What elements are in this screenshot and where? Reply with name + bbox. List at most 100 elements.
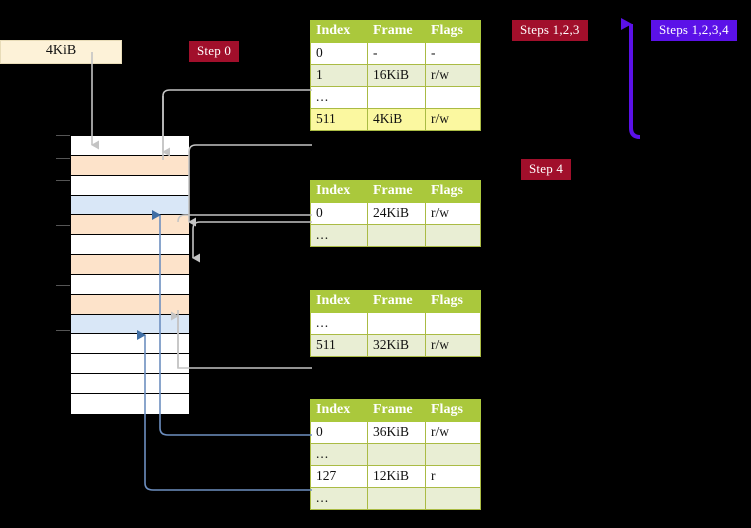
grid-tick [56, 330, 70, 331]
memory-row [71, 136, 189, 156]
connector-t1-out [192, 221, 312, 263]
cell-index: 511 [310, 334, 368, 357]
step0-label: Step 0 [197, 43, 232, 58]
step4-label: Step 4 [529, 161, 564, 176]
memory-row [71, 195, 189, 216]
cell-flags [425, 312, 481, 335]
connector-t0-out [188, 144, 312, 227]
memory-row [71, 235, 189, 256]
cell-frame: 4KiB [367, 108, 426, 131]
cell-flags: r/w [425, 421, 481, 444]
cell-frame: 32KiB [367, 334, 426, 357]
steps1234-badge: Steps 1,2,3,4 [651, 20, 737, 41]
column-header-index: Index [310, 399, 368, 422]
cell-flags: - [425, 42, 481, 65]
memory-row [71, 274, 189, 295]
table-row: ... [310, 443, 481, 466]
kib-box-label: 4KiB [45, 43, 77, 58]
cell-frame [367, 443, 426, 466]
memory-row [71, 354, 189, 375]
cell-index: ... [310, 443, 368, 466]
column-header-flags: Flags [425, 399, 481, 422]
column-header-flags: Flags [425, 20, 481, 43]
memory-row [71, 393, 189, 414]
cell-flags [425, 224, 481, 247]
table-row: 0-- [310, 42, 481, 65]
cell-frame [367, 312, 426, 335]
cell-flags: r [425, 465, 481, 488]
cell-index: 0 [310, 421, 368, 444]
table-row: ... [310, 312, 481, 335]
cell-flags: r/w [425, 334, 481, 357]
column-header-frame: Frame [367, 399, 426, 422]
grid-tick [56, 158, 70, 159]
grid-tick [56, 135, 70, 136]
memory-grid [70, 135, 190, 415]
cell-flags: r/w [425, 108, 481, 131]
table-row: ... [310, 487, 481, 510]
table-row: ... [310, 86, 481, 109]
cell-index: ... [310, 86, 368, 109]
connector-t2 [171, 310, 312, 369]
cell-frame: - [367, 42, 426, 65]
grid-tick [56, 180, 70, 181]
cell-index: 127 [310, 465, 368, 488]
column-header-index: Index [310, 290, 368, 313]
cell-frame [367, 487, 426, 510]
memory-row [71, 314, 189, 335]
memory-row [71, 155, 189, 176]
cell-frame: 12KiB [367, 465, 426, 488]
cell-flags: r/w [425, 64, 481, 87]
column-header-frame: Frame [367, 20, 426, 43]
memory-row [71, 334, 189, 355]
steps1234-label: Steps 1,2,3,4 [659, 22, 729, 37]
kib-box: 4KiB [0, 40, 122, 64]
column-header-index: Index [310, 20, 368, 43]
cell-index: 1 [310, 64, 368, 87]
cell-frame: 24KiB [367, 202, 426, 225]
cell-frame: 36KiB [367, 421, 426, 444]
cell-flags [425, 443, 481, 466]
memory-row [71, 294, 189, 315]
cell-index: 0 [310, 202, 368, 225]
column-header-flags: Flags [425, 290, 481, 313]
cell-index: ... [310, 224, 368, 247]
cell-flags [425, 487, 481, 510]
cell-frame [367, 86, 426, 109]
connector-t1-in [177, 214, 312, 223]
step0-badge: Step 0 [189, 41, 240, 62]
column-header-index: Index [310, 180, 368, 203]
table-row: ... [310, 224, 481, 247]
memory-row [71, 175, 189, 196]
cell-flags [425, 86, 481, 109]
cell-index: 511 [310, 108, 368, 131]
step4-badge: Step 4 [521, 159, 572, 180]
column-header-flags: Flags [425, 180, 481, 203]
steps123-label: Steps 1,2,3 [520, 22, 580, 37]
grid-tick [56, 225, 70, 226]
cell-index: ... [310, 487, 368, 510]
memory-row [71, 374, 189, 394]
column-header-frame: Frame [367, 290, 426, 313]
cell-index: ... [310, 312, 368, 335]
cell-flags: r/w [425, 202, 481, 225]
purple-arrow [621, 18, 641, 139]
memory-row [71, 215, 189, 236]
grid-tick [56, 285, 70, 286]
cell-index: 0 [310, 42, 368, 65]
memory-row [71, 255, 189, 275]
